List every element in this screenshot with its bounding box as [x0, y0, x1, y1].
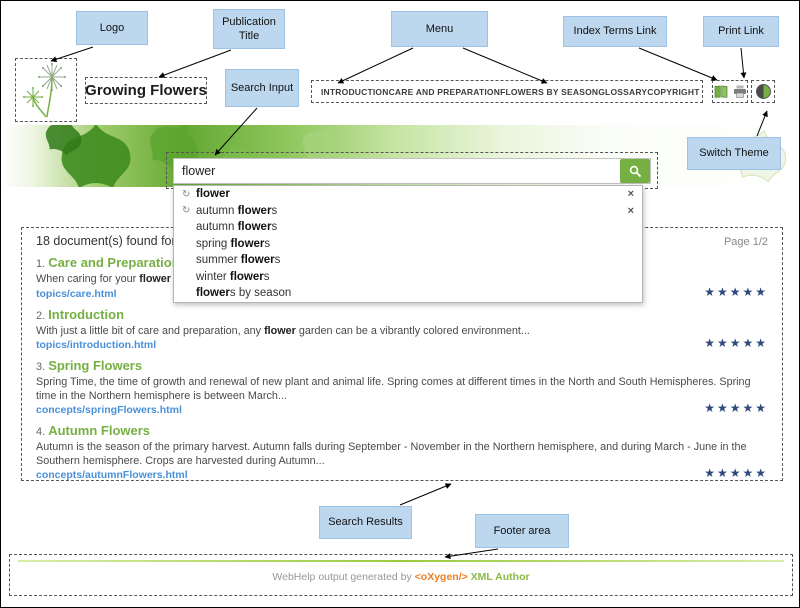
result-title-link[interactable]: Introduction [48, 306, 125, 322]
result-url-link[interactable]: topics/care.html [36, 287, 117, 300]
leaves-decoration [45, 125, 787, 187]
result-number: 4. [36, 426, 46, 438]
result-rating-stars: ★★★★★ [704, 401, 768, 415]
callout-menu: Menu [391, 11, 488, 47]
result-title-link[interactable]: Care and Preparation [48, 255, 180, 270]
theme-switch-container [751, 80, 775, 103]
footer-xml-author-link[interactable]: XML Author [467, 571, 530, 583]
footer-text: WebHelp output generated by <oXygen/> XM… [10, 571, 792, 583]
magnifier-icon [629, 165, 641, 177]
suggestion-item[interactable]: ↻ autumn flowers × [182, 204, 634, 217]
remove-suggestion-icon[interactable]: × [627, 204, 634, 217]
search-button[interactable] [620, 159, 650, 183]
search-result-item: 2.Introduction With just a little bit of… [36, 307, 768, 353]
menu-item-introduction[interactable]: INTRODUCTION [321, 86, 389, 97]
suggestion-item[interactable]: spring flowers [196, 237, 271, 250]
suggestion-item[interactable]: autumn flowers [196, 221, 278, 234]
results-summary: 18 document(s) found for [36, 234, 176, 248]
publication-title-text: Growing Flowers [85, 82, 207, 99]
publication-title[interactable]: Growing Flowers [85, 77, 207, 104]
header-icons [712, 80, 748, 103]
result-number: 2. [36, 309, 46, 322]
top-menu: INTRODUCTION CARE AND PREPARATION FLOWER… [311, 80, 703, 103]
result-title-link[interactable]: Spring Flowers [48, 358, 143, 373]
callout-logo: Logo [76, 11, 148, 45]
search-result-item: 1.Care and Preparation When caring for y… [36, 255, 768, 301]
search-suggestions-dropdown: ↻ flower × ↻ autumn flowers × autumn flo… [173, 185, 643, 303]
result-url-link[interactable]: topics/introduction.html [36, 339, 157, 351]
menu-item-glossary[interactable]: GLOSSARY [598, 86, 648, 97]
result-title-link[interactable]: Autumn Flowers [48, 423, 151, 438]
history-icon: ↻ [182, 205, 191, 217]
search-result-item: 4.Autumn Flowers Autumn is the season of… [36, 423, 768, 482]
suggestion-item[interactable]: flowers by season [196, 287, 292, 300]
result-rating-stars: ★★★★★ [704, 466, 768, 480]
search-area [166, 152, 658, 189]
results-header: 18 document(s) found for Page 1/2 [36, 234, 768, 249]
callout-index-terms-link: Index Terms Link [563, 16, 667, 47]
footer-area: WebHelp output generated by <oXygen/> XM… [9, 554, 793, 596]
result-number: 3. [36, 361, 46, 373]
page-indicator: Page 1/2 [723, 236, 768, 248]
suggestion-item[interactable]: ↻ flower × [182, 188, 634, 201]
history-icon: ↻ [182, 188, 191, 200]
callout-search-results: Search Results [319, 506, 412, 539]
suggestion-item[interactable]: winter flowers [196, 270, 270, 283]
result-snippet: Spring Time, the time of growth and rene… [36, 376, 751, 402]
result-number: 1. [36, 258, 46, 270]
callout-print-link: Print Link [703, 16, 779, 47]
search-input[interactable] [174, 159, 620, 183]
callout-publication-title: Publication Title [213, 9, 285, 49]
search-results-area: 18 document(s) found for Page 1/2 1.Care… [21, 227, 783, 481]
menu-item-flowers-by-season[interactable]: FLOWERS BY SEASON [500, 86, 599, 97]
switch-theme-icon[interactable] [755, 84, 771, 99]
callout-switch-theme: Switch Theme [687, 137, 781, 170]
print-icon[interactable] [733, 85, 747, 98]
menu-item-copyright[interactable]: COPYRIGHT [647, 86, 700, 97]
footer-divider [18, 560, 784, 562]
publication-logo[interactable] [15, 58, 77, 122]
result-url-link[interactable]: concepts/springFlowers.html [36, 404, 182, 416]
footer-oxygen-link[interactable]: <oXygen/> [414, 571, 468, 583]
result-rating-stars: ★★★★★ [704, 336, 768, 350]
result-snippet: With just a little bit of care and prepa… [36, 324, 530, 337]
index-terms-icon[interactable] [714, 85, 728, 98]
dandelion-logo-icon [23, 62, 67, 118]
result-rating-stars: ★★★★★ [704, 284, 768, 299]
footer-prefix: WebHelp output generated by [272, 571, 415, 583]
callout-search-input: Search Input [225, 69, 299, 107]
menu-item-care-and-preparation[interactable]: CARE AND PREPARATION [388, 86, 501, 97]
result-snippet: Autumn is the season of the primary harv… [36, 441, 747, 467]
callout-footer-area: Footer area [475, 514, 569, 548]
suggestion-item[interactable]: summer flowers [196, 254, 281, 267]
search-result-item: 3.Spring Flowers Spring Time, the time o… [36, 358, 768, 417]
search-box [173, 158, 651, 184]
remove-suggestion-icon[interactable]: × [627, 188, 634, 201]
result-url-link[interactable]: concepts/autumnFlowers.html [36, 469, 188, 481]
